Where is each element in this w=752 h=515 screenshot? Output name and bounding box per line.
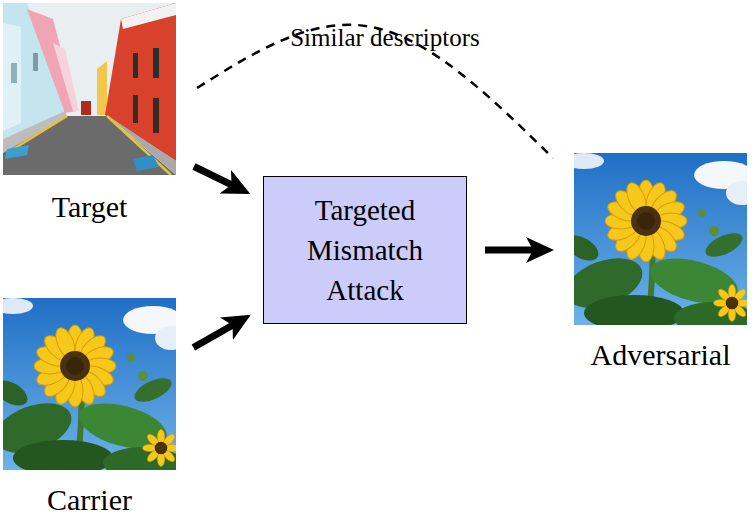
process-box: Targeted Mismatch Attack: [263, 176, 467, 324]
building-facade: [3, 23, 21, 131]
sunflower-photo: [559, 153, 752, 334]
building: [97, 61, 107, 115]
sidewalk: [107, 115, 176, 175]
street-photo: [3, 3, 176, 175]
image-node: Carrier: [3, 298, 176, 515]
flow-arrow: [193, 322, 238, 348]
building: [53, 43, 79, 111]
edge-label: Similar descriptors: [290, 24, 480, 52]
patch: [5, 145, 29, 159]
window: [33, 53, 38, 71]
flow-arrow: [194, 167, 238, 188]
flow-arrow: [485, 247, 540, 254]
sky: [3, 3, 176, 175]
window: [11, 63, 17, 83]
window: [153, 48, 159, 78]
door: [153, 98, 159, 133]
window: [133, 53, 138, 78]
curb: [107, 116, 171, 175]
image-node: Adversarial: [574, 153, 747, 373]
distant-building: [81, 101, 91, 115]
similarity-link: [197, 25, 553, 158]
sunflower-photo: [0, 298, 187, 479]
image-caption: Adversarial: [554, 338, 752, 372]
image-node: Target: [3, 3, 176, 228]
image-caption: Carrier: [0, 483, 196, 515]
road: [3, 116, 176, 175]
image-caption: Target: [0, 190, 196, 224]
patch: [133, 155, 159, 171]
cornice: [121, 3, 176, 29]
door: [133, 95, 138, 123]
box-label: Targeted Mismatch Attack: [294, 190, 436, 310]
